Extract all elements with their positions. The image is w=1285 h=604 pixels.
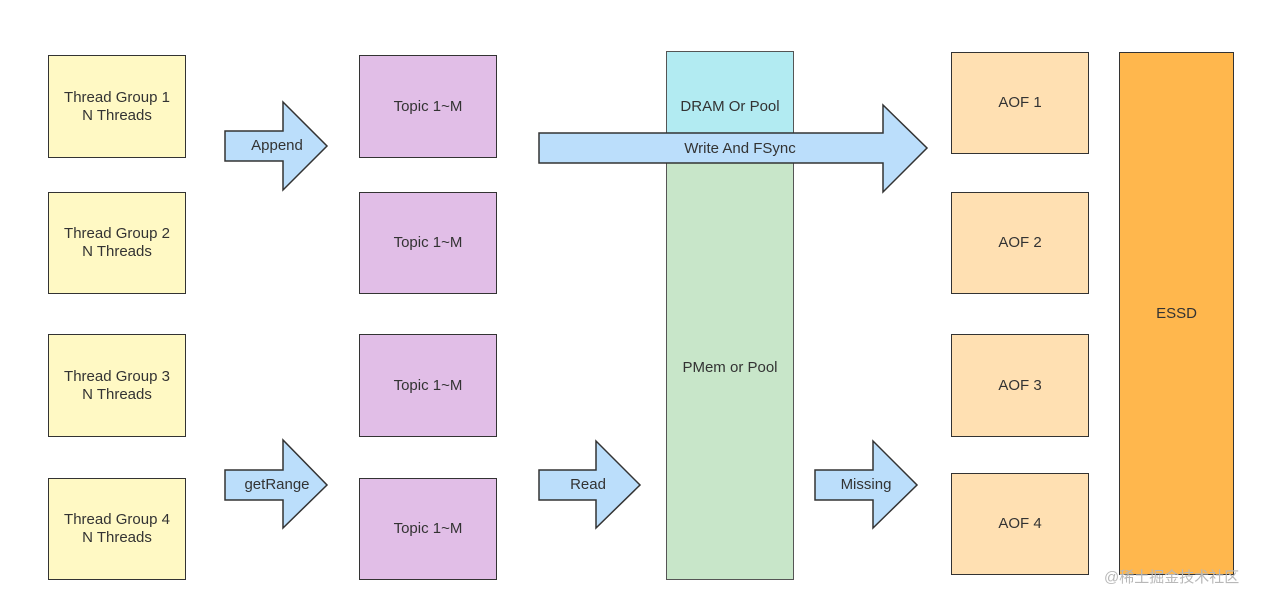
thread-count: N Threads (82, 529, 152, 546)
read-label: Read (570, 476, 606, 493)
topic-label: Topic 1~M (393, 97, 463, 115)
dram-block: DRAM Or Pool (666, 51, 794, 133)
essd-block: ESSD (1119, 52, 1234, 575)
watermark: @稀土掘金技术社区 (1104, 569, 1240, 586)
aof-box-2: AOF 2 (951, 192, 1089, 294)
thread-count: N Threads (82, 243, 152, 260)
aof-label: AOF 2 (998, 234, 1042, 251)
topic-box-1: Topic 1~M (359, 55, 497, 158)
thread-group-title: Thread Group 3 (64, 367, 170, 385)
aof-label: AOF 4 (998, 515, 1042, 532)
topic-label: Topic 1~M (393, 520, 463, 537)
aof-box-1: AOF 1 (951, 52, 1089, 154)
missing-label: Missing (840, 476, 892, 493)
dram-label: DRAM Or Pool (680, 97, 780, 115)
topic-box-3: Topic 1~M (359, 334, 497, 437)
aof-label: AOF 3 (998, 376, 1042, 394)
pmem-label: PMem or Pool (682, 359, 778, 376)
thread-count: N Threads (82, 385, 152, 403)
append-label: Append (251, 137, 303, 154)
aof-label: AOF 1 (998, 94, 1042, 111)
pmem-block: PMem or Pool (666, 133, 794, 580)
aof-box-4: AOF 4 (951, 473, 1089, 575)
write-fsync-label: Write And FSync (684, 140, 796, 157)
topic-box-2: Topic 1~M (359, 192, 497, 294)
getrange-label: getRange (244, 476, 310, 493)
topic-label: Topic 1~M (393, 234, 463, 251)
thread-group-title: Thread Group 2 (64, 225, 170, 242)
essd-label: ESSD (1156, 304, 1197, 322)
topic-label: Topic 1~M (393, 376, 463, 394)
thread-group-title: Thread Group 1 (64, 88, 170, 106)
thread-group-title: Thread Group 4 (64, 511, 170, 528)
aof-box-3: AOF 3 (951, 334, 1089, 437)
thread-count: N Threads (82, 106, 152, 124)
topic-box-4: Topic 1~M (359, 478, 497, 580)
